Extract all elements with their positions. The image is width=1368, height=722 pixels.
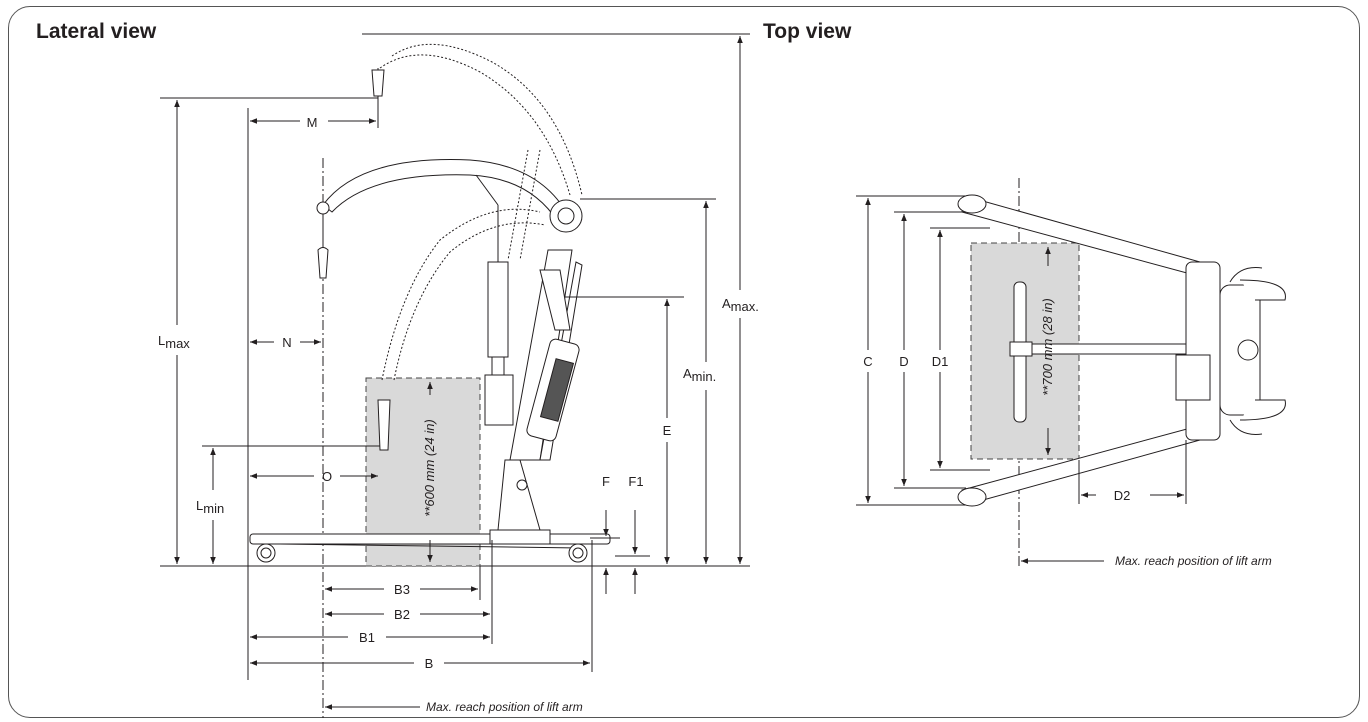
- top-legs: [957, 194, 1201, 507]
- lateral-view-heading: Lateral view: [36, 20, 157, 43]
- dim-label-lmax: Lmax: [158, 333, 190, 351]
- dim-label-b2: B2: [394, 607, 410, 622]
- dim-label-f1: F1: [628, 474, 643, 489]
- reach-note-top: Max. reach position of lift arm: [1115, 554, 1272, 568]
- dim-label-o: O: [322, 469, 332, 484]
- top-view-heading: Top view: [763, 20, 852, 43]
- dim-label-d1: D1: [932, 354, 949, 369]
- diagram-frame: [8, 6, 1360, 718]
- dim-label-amax: Amax.: [722, 296, 759, 314]
- dim-label-amin: Amin.: [683, 366, 716, 384]
- dim-label-e: E: [663, 423, 672, 438]
- lift-arm-lower-dotted: [381, 149, 546, 381]
- dim-label-n: N: [282, 335, 291, 350]
- mast: [497, 249, 583, 531]
- dim-label-b: B: [425, 656, 434, 671]
- lateral-view: [160, 33, 750, 718]
- actuator: [484, 205, 514, 426]
- dim-label-b3: B3: [394, 582, 410, 597]
- top-base-unit: [1175, 261, 1286, 441]
- dim-label-d2: D2: [1114, 488, 1131, 503]
- zone-label-700mm: **700 mm (28 in): [1040, 298, 1055, 396]
- top-view: [856, 178, 1286, 568]
- lower-hook: [377, 399, 391, 451]
- dim-label-f: F: [602, 474, 610, 489]
- zone-label-600mm: **600 mm (24 in): [422, 419, 437, 517]
- reach-note-lateral: Max. reach position of lift arm: [426, 700, 583, 714]
- upper-hook: [371, 69, 385, 97]
- dim-label-c: C: [863, 354, 872, 369]
- dim-label-d: D: [899, 354, 908, 369]
- lift-arm: [316, 159, 583, 279]
- dim-label-b1: B1: [359, 630, 375, 645]
- dim-label-m: M: [307, 115, 318, 130]
- dim-label-lmin: Lmin: [196, 498, 224, 516]
